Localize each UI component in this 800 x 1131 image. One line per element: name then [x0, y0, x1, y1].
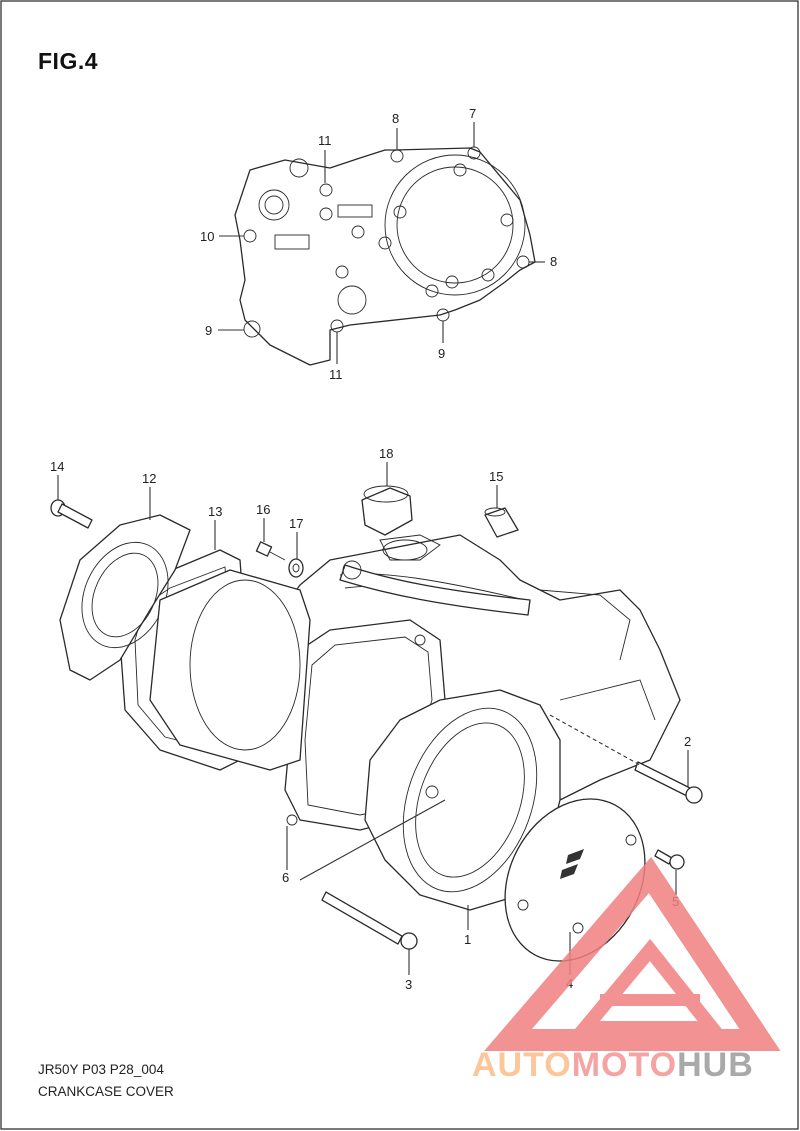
callout-7: 7	[469, 106, 476, 121]
document-code: JR50Y P03 P28_004	[38, 1062, 164, 1077]
washer-part-17	[288, 558, 304, 578]
callout-18: 18	[379, 446, 393, 461]
callout-8-top: 8	[392, 111, 399, 126]
callout-16: 16	[256, 502, 270, 517]
screw-part-14	[50, 499, 93, 529]
callout-8-right: 8	[550, 254, 557, 269]
callout-6: 6	[282, 870, 289, 885]
callout-12: 12	[142, 471, 156, 486]
callout-15: 15	[489, 469, 503, 484]
bolt-part-16	[255, 541, 286, 561]
callout-2: 2	[684, 734, 691, 749]
callout-labels: 11 8 7 8 10 9 11 9 14 12 13 16 17 18 15 …	[50, 106, 691, 992]
stator-housing	[149, 569, 311, 771]
callout-14: 14	[50, 459, 64, 474]
watermark-brand-text: AUTOMOTOHUB	[472, 1046, 754, 1085]
dowel-part-15	[484, 507, 519, 538]
callout-9-bottom: 9	[438, 346, 445, 361]
callout-11-top: 11	[318, 133, 332, 148]
brand-hub: HUB	[677, 1046, 754, 1084]
callout-3: 3	[405, 977, 412, 992]
watermark-triangle-logo	[484, 856, 781, 1051]
brand-moto: MOTO	[571, 1046, 678, 1084]
screw-part-2	[634, 761, 703, 804]
callout-17: 17	[289, 516, 303, 531]
breather-hose	[339, 560, 531, 616]
cover-part-12	[59, 514, 191, 681]
figure-caption: CRANKCASE COVER	[38, 1084, 174, 1099]
callout-9-left: 9	[205, 323, 212, 338]
screw-part-5	[654, 849, 685, 870]
callout-10: 10	[200, 229, 214, 244]
figure-title: FIG.4	[38, 48, 99, 74]
callout-13: 13	[208, 504, 222, 519]
screw-part-3	[321, 891, 418, 950]
crankcase-gasket	[234, 146, 536, 366]
callout-1: 1	[464, 932, 471, 947]
callout-11-bottom: 11	[329, 367, 343, 382]
oil-cap-part-18	[361, 485, 413, 536]
brand-auto: AUTO	[472, 1046, 572, 1084]
